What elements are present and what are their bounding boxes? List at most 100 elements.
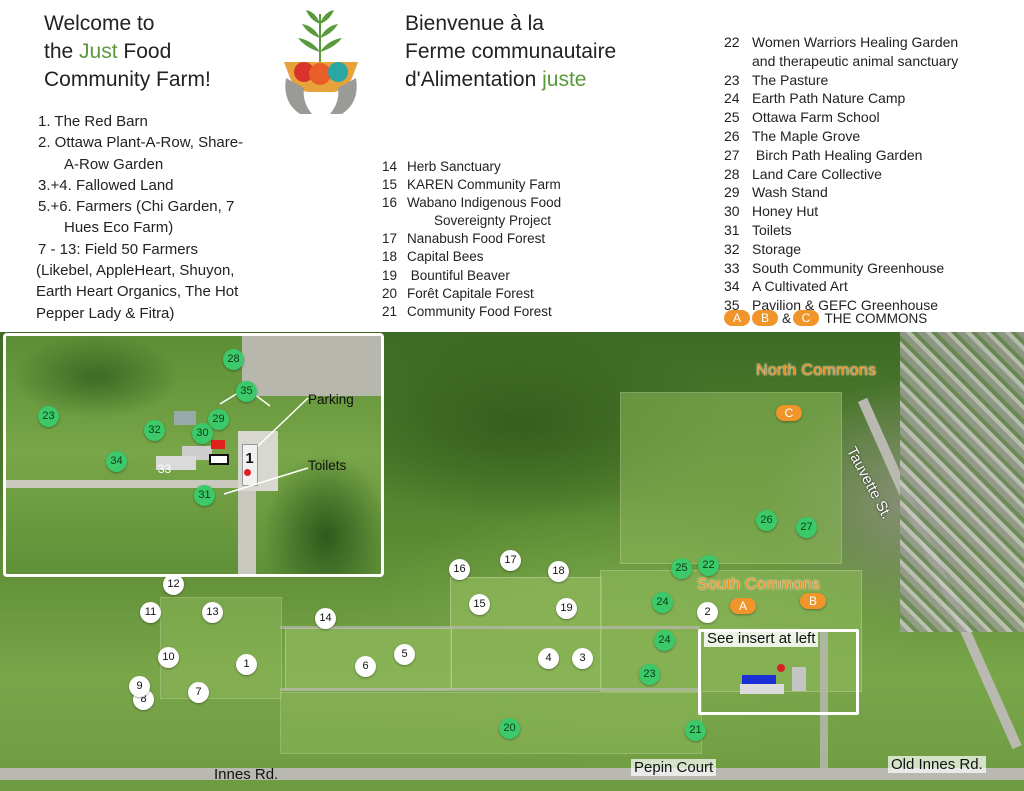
legend-item-left: Pepper Lady & Fitra)	[36, 304, 175, 322]
legend-item: 18 Capital Bees	[382, 248, 561, 266]
commons-key-amp: &	[782, 310, 792, 326]
legend-item-number: 24	[724, 90, 740, 107]
legend-item-name: Wabano Indigenous Food	[407, 195, 562, 211]
legend-item: 29 Wash Stand	[724, 183, 958, 202]
title-fr-line1: Bienvenue à la	[405, 12, 544, 35]
legend-item-number: 32	[724, 240, 740, 257]
legend-item-name: Community Food Forest	[407, 303, 552, 319]
building	[740, 684, 784, 694]
legend-item-name: The Pasture	[752, 71, 829, 88]
commons-key-c: C	[793, 310, 820, 326]
building	[792, 667, 806, 691]
legend-item-name: Sovereignty Project	[434, 213, 552, 229]
inset-marker-35: 35	[236, 381, 257, 402]
legend-item-number: 18	[382, 249, 398, 265]
barn-outline	[209, 454, 229, 465]
map-marker-15: 15	[469, 594, 490, 615]
legend-item-number: 17	[382, 231, 398, 247]
title-fr-line2: Ferme communautaire	[405, 40, 617, 63]
title-en-line2-post: Food	[117, 40, 172, 63]
farm-lane	[280, 626, 700, 629]
parking-lot	[242, 336, 381, 396]
innes-road-label: Innes Rd.	[214, 766, 279, 783]
map-marker-26: 26	[756, 510, 777, 531]
greenhouse-33	[156, 456, 196, 470]
legend-item-left: Hues Eco Farm)	[64, 219, 174, 237]
legend-item-left: Earth Heart Organics, The Hot	[36, 283, 239, 301]
legend-item-number: 25	[724, 109, 740, 126]
map-marker-17: 17	[500, 550, 521, 571]
legend-item: 23 The Pasture	[724, 71, 958, 90]
legend-item-name: Capital Bees	[407, 249, 484, 265]
map-marker-14: 14	[315, 608, 336, 629]
map-marker-C: C	[776, 405, 802, 421]
legend-item: 25 Ottawa Farm School	[724, 108, 958, 127]
legend-item-number: 26	[724, 127, 740, 144]
legend-item-number: 35	[724, 297, 740, 314]
map-marker-21: 21	[685, 720, 706, 741]
map-marker-3: 3	[572, 648, 593, 669]
map-marker-1: 1	[236, 654, 257, 675]
legend-item-number: 23	[724, 71, 740, 88]
legend-item-number: 15	[382, 177, 398, 193]
greenhouse-blue	[742, 675, 776, 685]
south-commons-label: South Commons	[697, 576, 821, 593]
commons-key-b: B	[752, 310, 778, 326]
legend-item-name: Ottawa Farm School	[752, 109, 880, 126]
inset-toilets-label: Toilets	[308, 458, 347, 473]
pepin-court	[820, 632, 828, 772]
legend-item: 24 Earth Path Nature Camp	[724, 89, 958, 108]
legend-item-number: 19	[382, 267, 398, 283]
map-marker-6: 6	[355, 656, 376, 677]
legend-item-number: 14	[382, 159, 398, 174]
location-pin-icon	[244, 469, 251, 476]
residential-area	[900, 332, 1024, 632]
title-fr-line3: d'Alimentation juste	[405, 66, 616, 94]
legend-item: Sovereignty Project	[382, 212, 561, 230]
inset-marker-31: 31	[194, 485, 215, 506]
title-en-line1: Welcome to	[44, 12, 155, 35]
legend-item-number: 30	[724, 203, 740, 220]
legend-item-name: Earth Path Nature Camp	[752, 90, 906, 107]
title-fr: Bienvenue à la Ferme communautaire d'Ali…	[405, 10, 616, 94]
legend-item-number: 34	[724, 278, 740, 295]
legend-item: 15 KAREN Community Farm	[382, 176, 561, 194]
commons-key-a: A	[724, 310, 750, 326]
legend-item-name: Wash Stand	[752, 184, 828, 201]
hands-bowl-wheat-logo	[284, 10, 358, 114]
legend-item-number: 33	[724, 259, 740, 276]
legend-item-name: KAREN Community Farm	[407, 177, 561, 193]
legend-item-name: Storage	[752, 240, 802, 257]
inset-road	[6, 480, 246, 488]
field-plot	[450, 577, 602, 689]
legend-item-number: 27	[724, 146, 740, 163]
map-marker-B: B	[800, 593, 826, 609]
title-en-line2-pre: the	[44, 40, 80, 63]
legend-item-number: 16	[382, 195, 398, 211]
map-marker-25: 25	[671, 558, 692, 579]
map-marker-24: 24	[654, 630, 675, 651]
legend-item-left: 7 - 13: Field 50 Farmers	[38, 240, 199, 258]
map-marker-20: 20	[499, 718, 520, 739]
title-en-line2: the Just Food	[44, 38, 211, 66]
legend-item-left: (Likebel, AppleHeart, Shuyon,	[36, 262, 235, 280]
map-marker-4: 4	[538, 648, 559, 669]
map-marker-19: 19	[556, 598, 577, 619]
legend-item-number: 29	[724, 184, 740, 201]
see-insert-label: See insert at left	[704, 630, 819, 647]
map-marker-18: 18	[548, 561, 569, 582]
legend-item-name: Bountiful Beaver	[407, 267, 510, 283]
commons-key: A B & C THE COMMONS	[724, 310, 927, 326]
map-marker-10: 10	[158, 647, 179, 668]
map-marker-24: 24	[652, 592, 673, 613]
map-marker-16: 16	[449, 559, 470, 580]
legend-item-left: 5.+6. Farmers (Chi Garden, 7	[38, 198, 235, 216]
legend-item-number: 31	[724, 221, 740, 238]
legend-item-name: Herb Sanctuary	[407, 159, 501, 174]
